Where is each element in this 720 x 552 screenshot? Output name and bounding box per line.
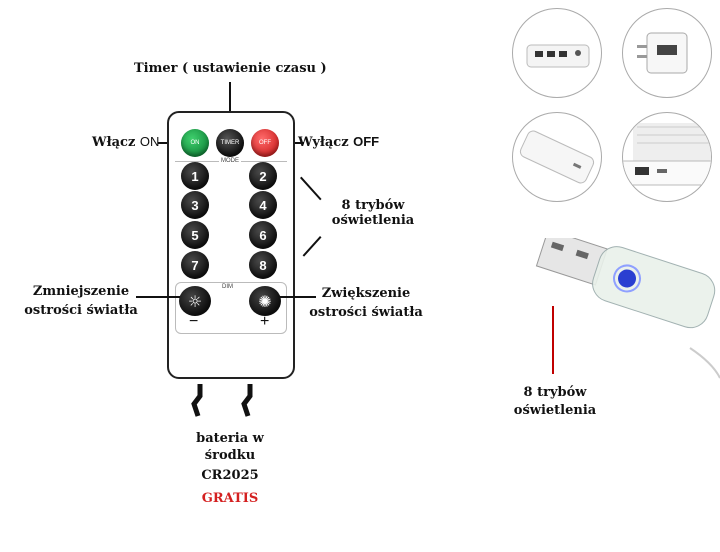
mode-button-2[interactable]: 2: [249, 162, 277, 190]
mode-button-8[interactable]: 8: [249, 251, 277, 279]
gratis-label: GRATIS: [201, 491, 259, 506]
mode-button-3[interactable]: 3: [181, 191, 209, 219]
power-bank-icon: [519, 130, 595, 184]
mode-button-4[interactable]: 4: [249, 191, 277, 219]
laptop-usb-port-icon: [623, 123, 711, 186]
remote-control: ON TIMER OFF MODE 1 2 3 4 5 6 7 8 DIM ☼ …: [167, 111, 295, 379]
dim-minus-label-line1: Zmniejszenie: [32, 284, 130, 299]
thumb-laptop-usb: [622, 112, 712, 202]
dim-plus-sign: +: [260, 313, 270, 330]
thumb-power-bank: [512, 112, 602, 202]
sun-bright-icon: ✺: [258, 291, 272, 311]
dim-plus-label: Zwiększenie ostrości światła: [306, 286, 426, 320]
dim-panel: [175, 282, 287, 334]
on-button[interactable]: ON: [181, 129, 209, 157]
dim-minus-label-line2: ostrości światła: [24, 303, 138, 318]
thumb-power-strip: [512, 8, 602, 98]
dim-label: DIM: [222, 284, 233, 290]
mode-button-6[interactable]: 6: [249, 221, 277, 249]
dim-plus-label-line1: Zwiększenie: [321, 286, 411, 301]
dim-plus-pointer: [280, 296, 316, 298]
mode-button-5[interactable]: 5: [181, 221, 209, 249]
off-label-sub: OFF: [353, 134, 380, 149]
off-label: Wyłącz OFF: [298, 134, 379, 150]
timer-label: Timer ( ustawienie czasu ): [134, 61, 327, 76]
power-strip-icon: [526, 44, 590, 68]
mode-button-7[interactable]: 7: [181, 251, 209, 279]
modes-pointer-bottom: [302, 236, 322, 257]
dim-minus-pointer: [136, 296, 180, 298]
usb-controller-icon: [535, 238, 720, 379]
dim-plus-button[interactable]: ✺: [249, 286, 281, 316]
dim-minus-label: Zmniejszenie ostrości światła: [6, 284, 156, 318]
modes-pointer-top: [300, 176, 322, 201]
usb-modes-label: 8 trybów oświetlenia: [508, 384, 602, 420]
mode-label: MODE: [219, 158, 241, 164]
sun-dim-icon: ☼: [187, 291, 203, 311]
usb-modes-line2: oświetlenia: [513, 403, 597, 418]
modes-label-line2: oświetlenia: [331, 213, 415, 228]
modes-label: 8 trybów oświetlenia: [328, 198, 418, 228]
timer-button[interactable]: TIMER: [216, 129, 244, 157]
on-label-sub: ON: [139, 134, 160, 149]
timer-pointer-line: [229, 82, 231, 130]
battery-line1: bateria w: [196, 431, 264, 446]
usb-pointer-line: [552, 306, 554, 374]
dim-minus-sign: −: [189, 313, 199, 330]
on-label: Włącz ON: [92, 134, 159, 150]
thumb-wall-charger: [622, 8, 712, 98]
dim-minus-button[interactable]: ☼: [179, 286, 211, 316]
remote-legs: [191, 384, 253, 417]
modes-label-line1: 8 trybów: [341, 198, 405, 213]
wall-charger-icon: [637, 32, 688, 74]
dim-plus-label-line2: ostrości światła: [309, 305, 423, 320]
on-label-text: Włącz: [92, 135, 136, 150]
off-button[interactable]: OFF: [251, 129, 279, 157]
battery-label: bateria w środku CR2025 GRATIS: [180, 430, 280, 507]
off-label-text: Wyłącz: [298, 135, 349, 150]
mode-button-1[interactable]: 1: [181, 162, 209, 190]
usb-modes-line1: 8 trybów: [523, 385, 587, 400]
battery-model: CR2025: [201, 468, 259, 483]
battery-line2: środku: [204, 448, 256, 463]
